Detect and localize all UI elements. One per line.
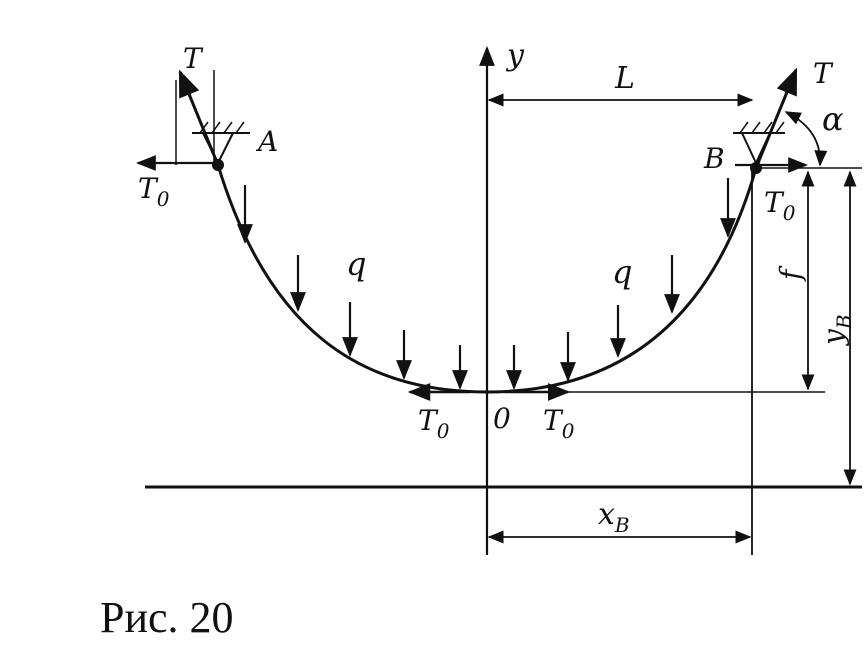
xb-dimension-label: xB [598,497,630,537]
load-arrows [237,178,736,390]
t0-a-label: T0 [138,172,170,211]
yb-dimension-label: yB [817,314,856,347]
support-b [733,121,785,174]
l-dimension-label: L [614,61,635,96]
f-dimension-label: f [774,265,807,282]
y-axis-label: y [505,38,525,73]
alpha-arc [784,111,828,167]
point-a-label: A [255,125,278,158]
t0-b-label: T0 [764,186,796,225]
tension-arrow-b [754,67,798,169]
t0-bottom-right-label: T0 [543,404,575,443]
t0-bottom-left-label: T0 [418,404,450,443]
point-b-label: B [703,142,725,175]
origin-label: 0 [493,402,511,435]
figure-caption: Рис. 20 [100,593,234,642]
tension-arrow-a [178,69,220,166]
cable-curve [216,164,758,394]
tension-a-label: T [183,42,204,75]
load-q-left-label: q [346,245,366,283]
tension-b-label: T [813,57,834,90]
alpha-label: α [822,100,844,138]
load-q-right-label: q [612,253,632,291]
